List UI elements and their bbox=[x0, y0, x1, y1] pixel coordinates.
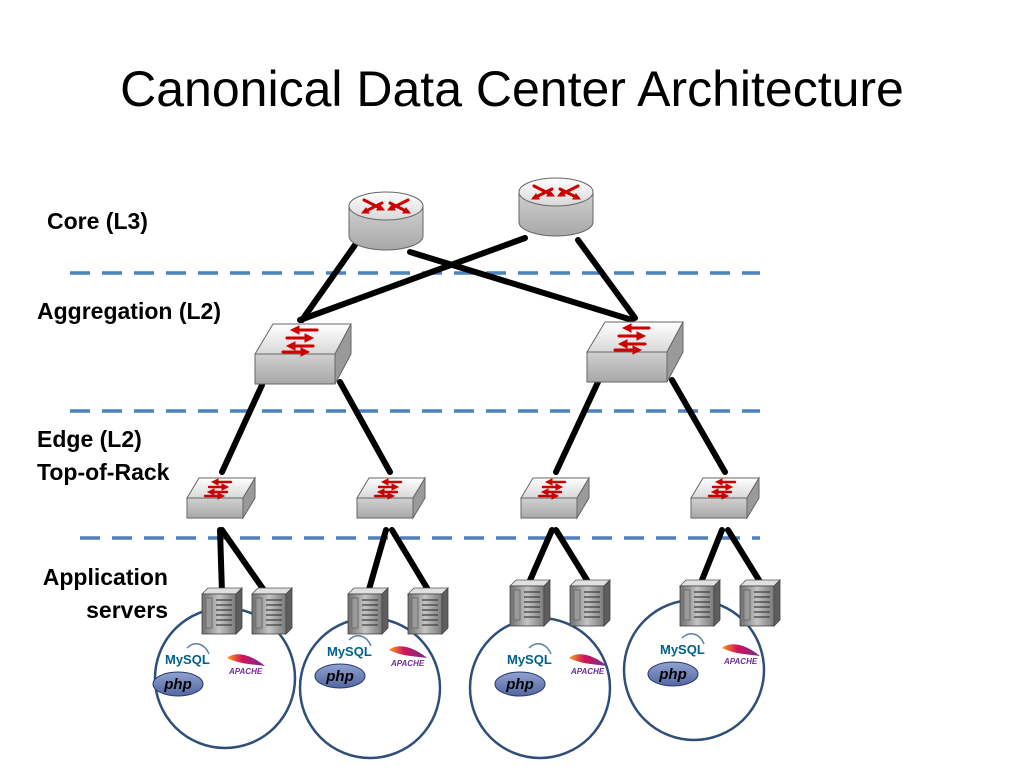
server-group-1 bbox=[152, 587, 297, 750]
switch-icon bbox=[355, 476, 427, 520]
link-core2-agg1 bbox=[297, 235, 528, 323]
slide-title: Canonical Data Center Architecture bbox=[120, 61, 904, 117]
server-icon bbox=[347, 587, 389, 635]
link-edge2-server4 bbox=[389, 527, 433, 596]
switch-icon bbox=[185, 476, 257, 520]
link-core1-agg1 bbox=[299, 242, 358, 323]
aggregation-tier-label: Aggregation (L2) bbox=[37, 298, 221, 324]
router-icon bbox=[347, 190, 425, 252]
application-tier-label-line2: servers bbox=[86, 597, 168, 624]
server-icon bbox=[201, 587, 243, 635]
link-agg2-edge3 bbox=[553, 379, 601, 475]
server-icon bbox=[679, 579, 721, 627]
tier-dividers bbox=[70, 271, 760, 540]
core-tier-label: Core (L3) bbox=[47, 208, 148, 234]
server-group-4 bbox=[622, 579, 781, 742]
switch-icon bbox=[253, 322, 353, 386]
server-icon bbox=[407, 587, 449, 635]
link-edge4-server8 bbox=[725, 527, 765, 588]
link-edge2-server3 bbox=[365, 527, 389, 596]
switch-icon bbox=[585, 320, 685, 384]
switch-icon bbox=[519, 476, 591, 520]
application-tier-label-line1: Application bbox=[42, 564, 168, 590]
link-edge4-server7 bbox=[697, 527, 725, 588]
server-group-3 bbox=[468, 579, 612, 760]
switch-icon bbox=[689, 476, 761, 520]
server-icon bbox=[509, 579, 551, 627]
link-agg1-edge1 bbox=[219, 382, 265, 475]
link-edge3-server6 bbox=[553, 527, 593, 588]
server-group-2 bbox=[298, 587, 449, 760]
link-core2-agg2 bbox=[575, 237, 638, 321]
link-edge1-server1 bbox=[217, 527, 225, 596]
link-edge1-server2 bbox=[219, 527, 271, 599]
link-agg2-edge4 bbox=[669, 377, 728, 475]
application-tier-label: Application servers bbox=[10, 561, 168, 628]
link-agg1-edge2 bbox=[337, 379, 393, 475]
server-icon bbox=[569, 579, 611, 627]
link-core1-agg2 bbox=[407, 249, 635, 323]
edge-tier-label-line1: Edge (L2) bbox=[37, 426, 142, 452]
server-icon bbox=[251, 587, 293, 635]
edge-tier-label-line2: Top-of-Rack bbox=[37, 459, 170, 486]
server-icon bbox=[739, 579, 781, 627]
network-links bbox=[217, 235, 765, 599]
router-icon bbox=[517, 176, 595, 238]
link-edge3-server5 bbox=[525, 527, 555, 588]
edge-tier-label: Edge (L2) Top-of-Rack bbox=[37, 423, 169, 490]
